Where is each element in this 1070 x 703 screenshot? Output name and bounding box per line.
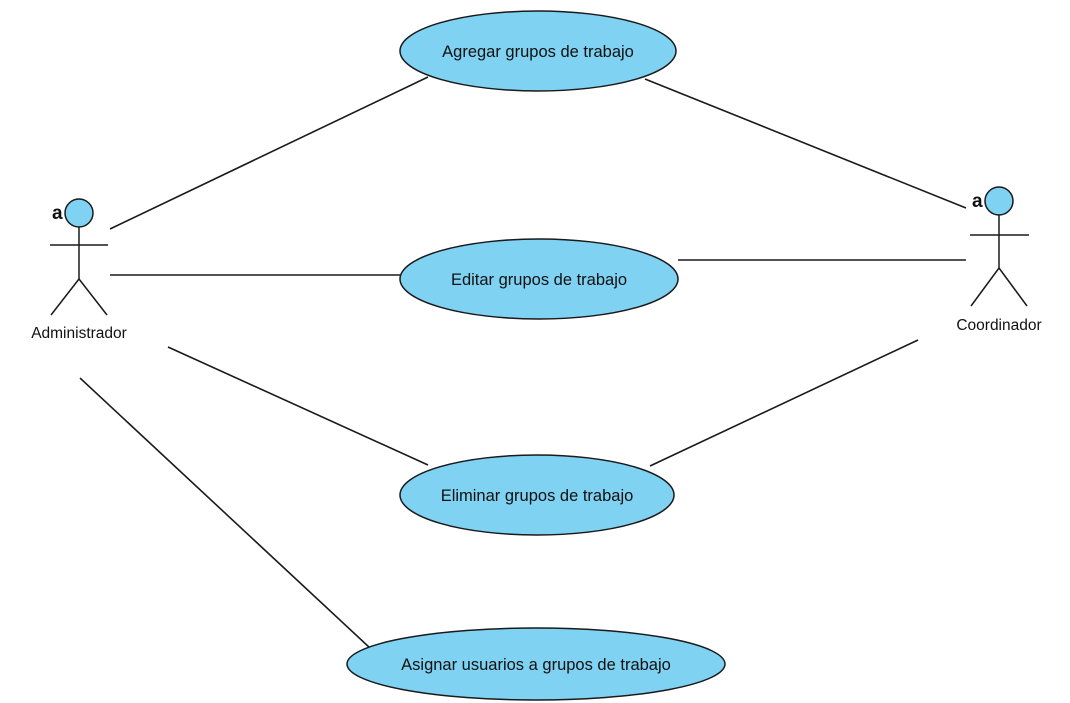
association-admin-agregar [109,76,429,230]
use-case-eliminar[interactable]: Eliminar grupos de trabajo [399,454,675,536]
association-admin-eliminar [167,346,429,466]
actor-administrador-right-leg [78,278,108,316]
actor-coordinador-left-leg [970,267,1000,307]
use-case-agregar-label: Agregar grupos de trabajo [442,43,634,61]
use-case-asignar-shape [346,627,726,701]
use-case-asignar-label: Asignar usuarios a grupos de trabajo [401,656,671,674]
actor-coordinador-stereotype: a [972,191,983,212]
actor-administrador[interactable]: a Administrador [31,198,127,342]
association-coord-agregar [644,78,967,209]
association-admin-asignar [79,377,371,649]
use-case-agregar[interactable]: Agregar grupos de trabajo [399,10,677,92]
actor-coordinador-label: Coordinador [956,317,1041,334]
use-case-eliminar-shape [399,454,675,536]
actor-administrador-left-leg [50,278,80,316]
use-case-editar[interactable]: Editar grupos de trabajo [399,238,679,320]
actor-administrador-head [64,198,94,228]
actor-administrador-label: Administrador [31,325,127,342]
actor-coordinador-head [984,186,1014,216]
actor-administrador-stereotype: a [52,203,63,224]
use-case-eliminar-label: Eliminar grupos de trabajo [441,487,634,505]
use-case-asignar[interactable]: Asignar usuarios a grupos de trabajo [346,627,726,701]
use-case-agregar-shape [399,10,677,92]
use-case-editar-label: Editar grupos de trabajo [451,271,627,289]
use-case-editar-shape [399,238,679,320]
associations [79,76,967,649]
association-coord-eliminar [649,339,919,467]
actor-coordinador-right-leg [998,267,1028,307]
actor-coordinador[interactable]: a Coordinador [956,186,1042,334]
